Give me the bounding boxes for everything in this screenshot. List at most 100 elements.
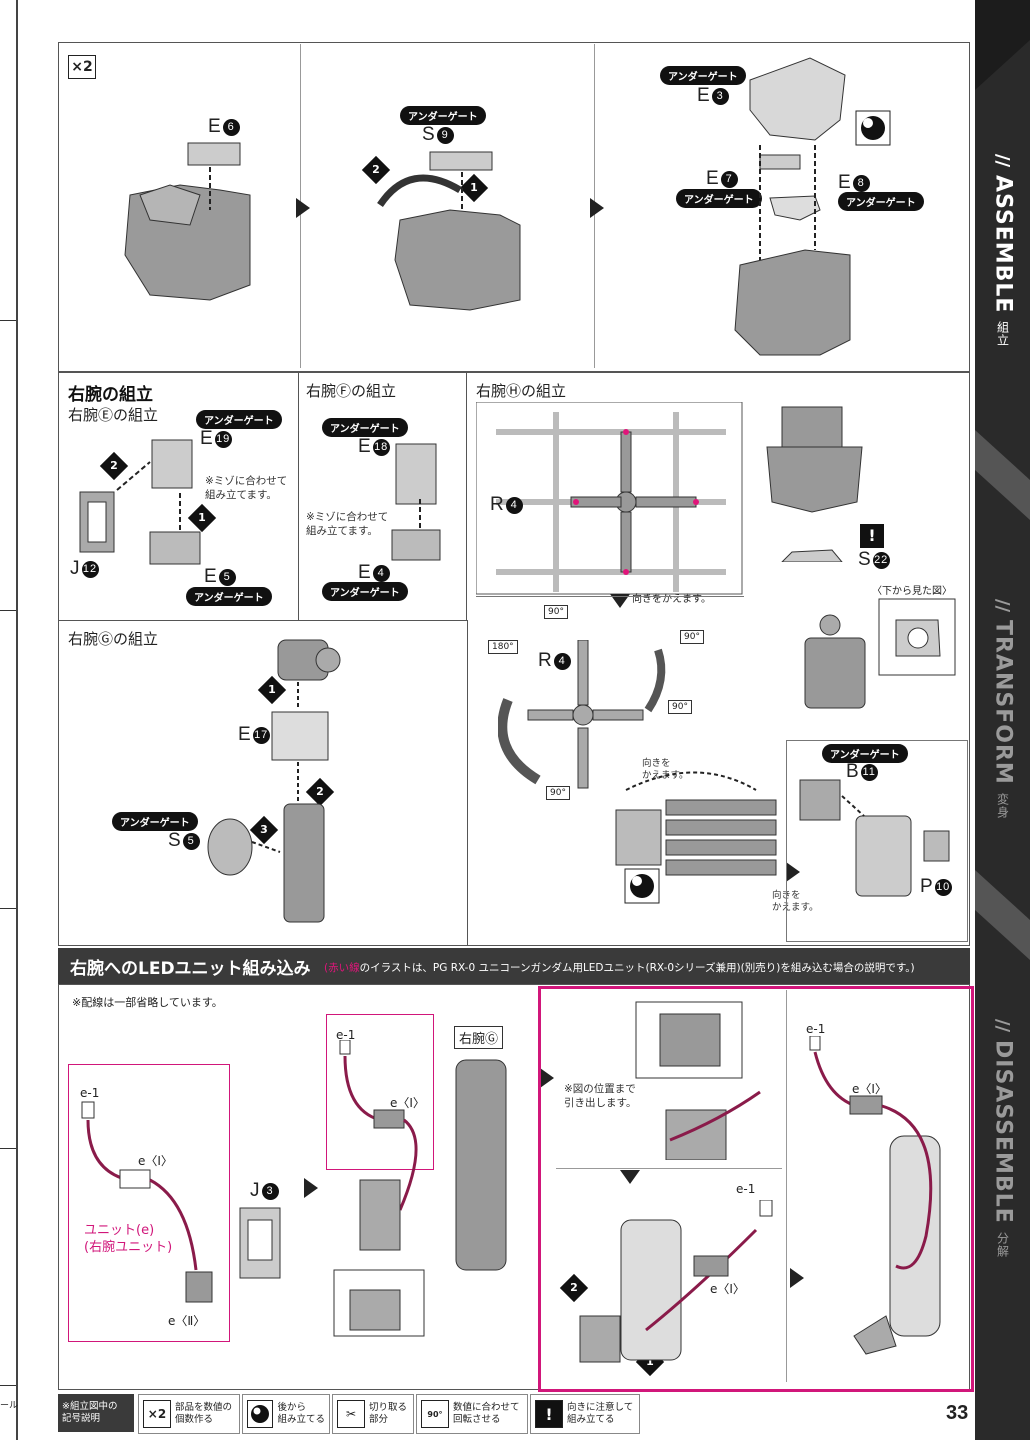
legend-intro-text: ※組立図中の 記号説明 xyxy=(62,1401,118,1424)
connector-label: e〈Ⅱ〉 xyxy=(168,1314,206,1328)
arm-final-illustration xyxy=(809,1036,941,1355)
led-highlight-box xyxy=(538,986,974,1392)
x2-icon: ×2 xyxy=(143,1400,171,1428)
x2-badge: ×2 xyxy=(68,55,96,79)
led-panel xyxy=(58,984,970,1390)
arm-f-subtitle: 右腕Ⓕの組立 xyxy=(306,382,397,400)
legend-warn: ! 向きに注意して 組み立てる xyxy=(530,1394,640,1434)
connector-label: e-1 xyxy=(336,1028,356,1042)
gate-label: アンダーゲート xyxy=(322,418,408,437)
turn-note: 向きを かえます。 xyxy=(642,758,689,781)
assemble-jp-label: 組立 xyxy=(995,321,1010,348)
bottom-view-caption: 〈下から見た図〉 xyxy=(872,586,952,597)
scissors-icon: ✂ xyxy=(337,1400,365,1428)
rotate-90-icon: 90° xyxy=(544,605,568,619)
sidebar-disassemble[interactable]: // DISASSEMBLE 分解 xyxy=(983,1015,1023,1258)
legend-text: 部品を数値の 個数作る xyxy=(175,1402,233,1425)
flow-arrow xyxy=(790,1268,804,1288)
arm-g-subtitle: 右腕Ⓖの組立 xyxy=(68,630,159,648)
edge-divider xyxy=(0,1148,16,1149)
part-illustration xyxy=(79,439,201,565)
section-sidebar: // ASSEMBLE 組立 // TRANSFORM 変身 // DISASS… xyxy=(975,0,1030,1440)
warn-icon: ! xyxy=(535,1400,563,1428)
part-illustration xyxy=(391,443,441,561)
left-edge-text: ール xyxy=(0,1401,19,1411)
arm-g-illustration xyxy=(207,639,341,923)
edge-divider xyxy=(0,908,16,909)
led-subtitle: (赤い線のイラストは、PG RX-0 ユニコーンガンダム用LEDユニット(RX-… xyxy=(324,962,915,974)
part-illustration xyxy=(377,151,521,311)
connector-label: e-1 xyxy=(80,1086,100,1100)
slash-icon: // xyxy=(992,1018,1014,1033)
flow-arrow xyxy=(590,198,604,218)
unit-caption: ユニット(e) (右腕ユニット) xyxy=(84,1223,173,1255)
disassemble-label: DISASSEMBLE xyxy=(990,1040,1016,1224)
legend-text: 切り取る 部分 xyxy=(369,1402,408,1425)
part-illustration xyxy=(734,57,851,356)
section-title: 右腕の組立 xyxy=(68,385,153,405)
connector-label: e〈Ⅰ〉 xyxy=(390,1096,425,1110)
part-illustration xyxy=(804,614,866,709)
gate-label: アンダーゲート xyxy=(838,192,924,211)
page-number: 33 xyxy=(946,1402,969,1424)
back-assemble-icon xyxy=(247,1400,274,1428)
legend-cut: ✂ 切り取る 部分 xyxy=(332,1394,414,1434)
slash-icon: // xyxy=(992,153,1014,168)
groove-note: ※ミゾに合わせて 組み立てます。 xyxy=(205,475,288,501)
edge-divider xyxy=(0,320,16,321)
symbol-legend: ※組立図中の 記号説明 ×2 部品を数値の 個数作る 後から 組み立てる ✂ 切… xyxy=(58,1394,640,1434)
edge-divider xyxy=(0,1385,16,1386)
arm-e-subtitle: 右腕Ⓔの組立 xyxy=(68,406,159,424)
assemble-label: ASSEMBLE xyxy=(990,175,1016,314)
warn-icon: ! xyxy=(860,524,884,548)
gate-label: アンダーゲート xyxy=(186,587,272,606)
sidebar-assemble[interactable]: // ASSEMBLE 組立 xyxy=(983,150,1023,348)
legend-rotate: 90° 数値に合わせて 回転させる xyxy=(416,1394,528,1434)
groove-note: ※ミゾに合わせて 組み立てます。 xyxy=(306,511,389,537)
divider xyxy=(476,596,744,597)
flow-arrow-down xyxy=(620,1170,640,1184)
flow-arrow xyxy=(304,1178,318,1198)
connector-label: e〈Ⅰ〉 xyxy=(852,1082,887,1096)
connector-label: e-1 xyxy=(806,1022,826,1036)
led-connector-box xyxy=(326,1014,434,1170)
arm-h-subtitle: 右腕Ⓗの組立 xyxy=(476,382,567,400)
flow-arrow-down xyxy=(610,594,630,608)
connector-pull-illustration xyxy=(635,1001,761,1160)
divider xyxy=(786,990,787,1382)
arm-led-illustration xyxy=(333,1040,507,1337)
led-unit-box xyxy=(68,1064,230,1342)
inset-box xyxy=(786,740,968,942)
bottom-view-illustration xyxy=(878,598,956,676)
connector-label: e〈Ⅰ〉 xyxy=(710,1282,745,1296)
divider xyxy=(556,1168,782,1169)
legend-text: 数値に合わせて 回転させる xyxy=(453,1402,520,1425)
part-illustration xyxy=(766,406,863,562)
hand-frame-illustration xyxy=(498,640,666,789)
wiring-note: ※配線は一部省略しています。 xyxy=(72,996,223,1009)
sidebar-transform[interactable]: // TRANSFORM 変身 xyxy=(983,595,1023,819)
flow-arrow xyxy=(540,1068,554,1088)
left-page-edge xyxy=(0,0,18,1440)
connector-label: e〈Ⅰ〉 xyxy=(138,1154,173,1168)
rotate-90-icon: 90° xyxy=(680,630,704,644)
legend-text: 後から 組み立てる xyxy=(277,1402,325,1425)
transform-jp-label: 変身 xyxy=(995,792,1010,819)
gate-label: アンダーゲート xyxy=(322,582,408,601)
turn-note: 向きをかえます。 xyxy=(632,594,711,605)
